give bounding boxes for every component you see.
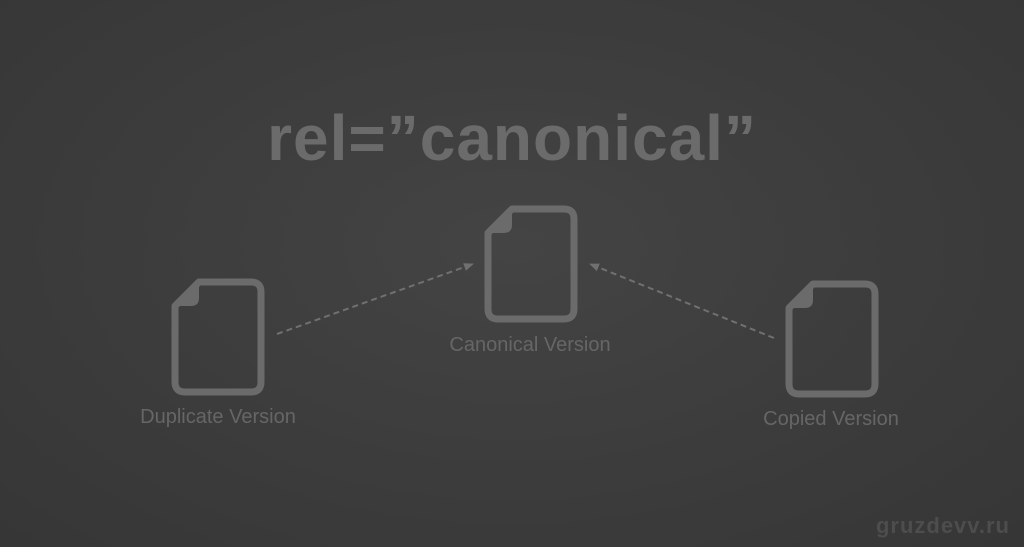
duplicate-version-label: Duplicate Version <box>140 406 296 428</box>
canonical-document-icon <box>484 205 578 328</box>
arrow-copied-to-canonical <box>589 263 775 339</box>
canonical-version-label: Canonical Version <box>449 334 611 356</box>
copied-version-label: Copied Version <box>763 408 899 430</box>
diagram-title: rel=”canonical” <box>267 102 757 174</box>
duplicate-document-icon <box>171 278 265 401</box>
copied-document-icon <box>785 280 879 403</box>
watermark-text: gruzdevv.ru <box>875 513 1010 538</box>
arrow-duplicate-to-canonical <box>276 263 474 335</box>
